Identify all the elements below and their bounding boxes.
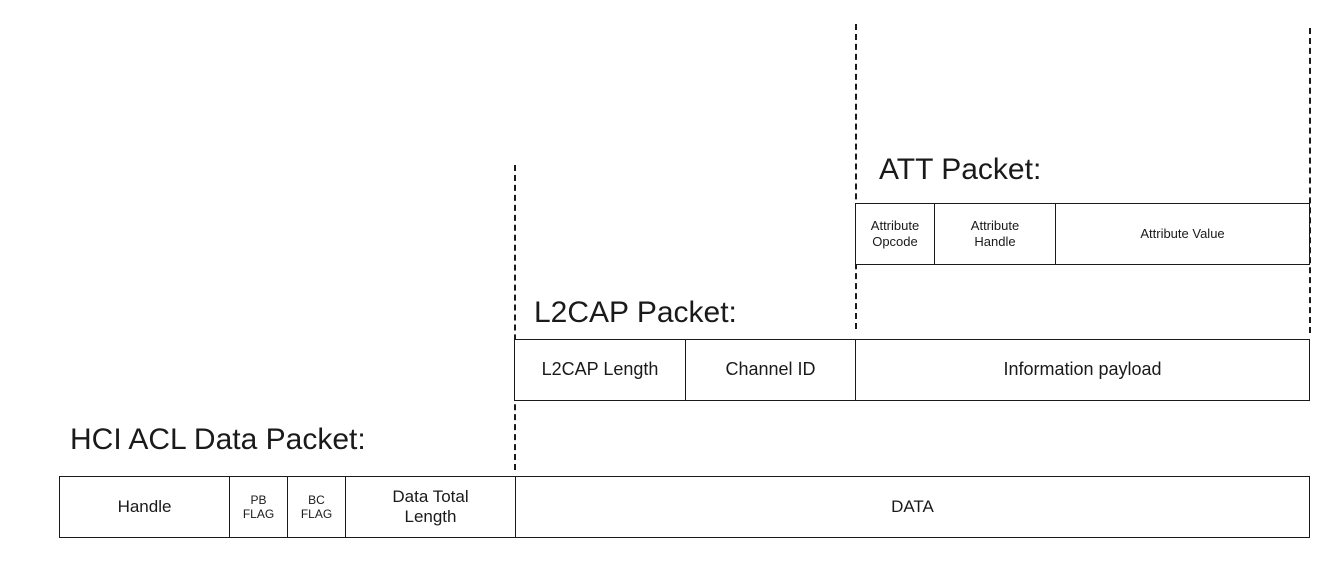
hci-bc-flag-field: BC FLAG (288, 477, 346, 537)
l2cap-packet-row: L2CAP Length Channel ID Information payl… (514, 339, 1310, 401)
hci-acl-packet-row: Handle PB FLAG BC FLAG Data Total Length… (59, 476, 1310, 538)
att-value-field: Attribute Value (1140, 226, 1225, 242)
att-handle-field: Attribute Handle (935, 204, 1056, 264)
att-packet-row: Attribute Opcode Attribute Handle Attrib… (855, 203, 1310, 265)
att-end-boundary-line (1309, 28, 1311, 333)
hci-data-total-length-field: Data Total Length (346, 477, 516, 537)
hci-l2cap-boundary-line (514, 165, 516, 470)
att-packet-title: ATT Packet: (879, 153, 1042, 186)
l2cap-information-payload-field: Information payload (1003, 359, 1162, 380)
l2cap-att-boundary-line (855, 24, 857, 329)
l2cap-length-field: L2CAP Length (515, 340, 686, 400)
hci-pb-flag-field: PB FLAG (230, 477, 288, 537)
hci-handle-field: Handle (60, 477, 230, 537)
l2cap-channel-id-field: Channel ID (686, 340, 856, 400)
att-opcode-field: Attribute Opcode (856, 204, 935, 264)
hci-data-field: DATA (891, 496, 934, 516)
hci-acl-packet-title: HCI ACL Data Packet: (70, 423, 366, 456)
l2cap-packet-title: L2CAP Packet: (534, 296, 737, 329)
